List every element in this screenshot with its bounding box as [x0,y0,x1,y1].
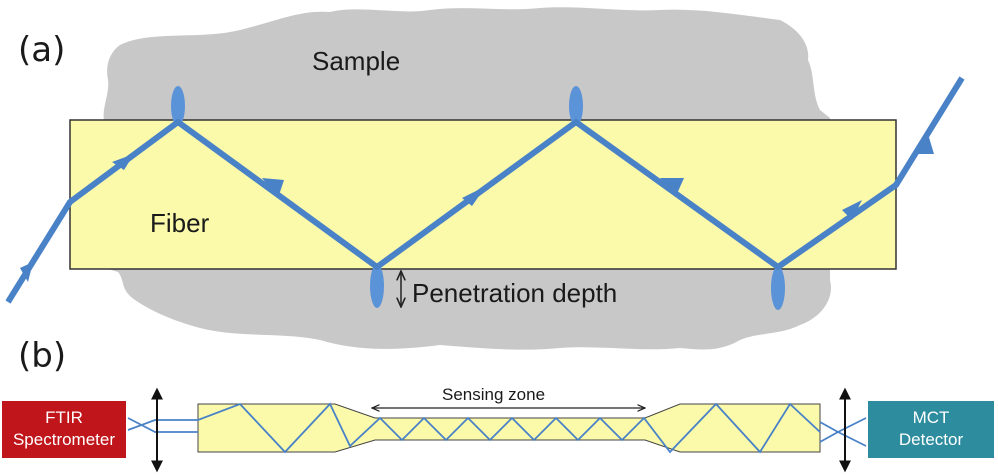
ftir-line2: Spectrometer [12,430,116,449]
evanescent-field-bottom-1 [370,264,384,308]
fiber-core [69,119,897,270]
ftir-spectrometer-text: FTIR Spectrometer [2,407,126,451]
ftir-line1: FTIR [45,408,83,427]
fiber-label: Fiber [150,208,210,238]
mct-line2: Detector [898,430,964,449]
evanescent-field-top-2 [569,86,583,126]
mct-detector-box [868,401,994,458]
mct-detector-text: MCT Detector [868,407,994,451]
ftir-spectrometer-box [2,401,126,458]
panel-a-label: (a) [18,30,66,70]
mct-line1: MCT [912,408,950,427]
ray-direction-arrows [20,134,934,282]
sensing-zone-label: Sensing zone [442,385,546,404]
evanescent-field-bottom-2 [771,266,785,310]
fiber-zigzag-rays [127,402,821,454]
penetration-depth-label: Penetration depth [412,278,618,308]
fiber-to-detector-ray-2 [819,430,867,447]
fiber-to-detector-ray [819,417,867,434]
evanescent-field-top-1 [171,86,185,126]
tapered-fiber [197,403,821,453]
panel-b-label: (b) [18,336,67,376]
sample-label: Sample [312,46,401,76]
